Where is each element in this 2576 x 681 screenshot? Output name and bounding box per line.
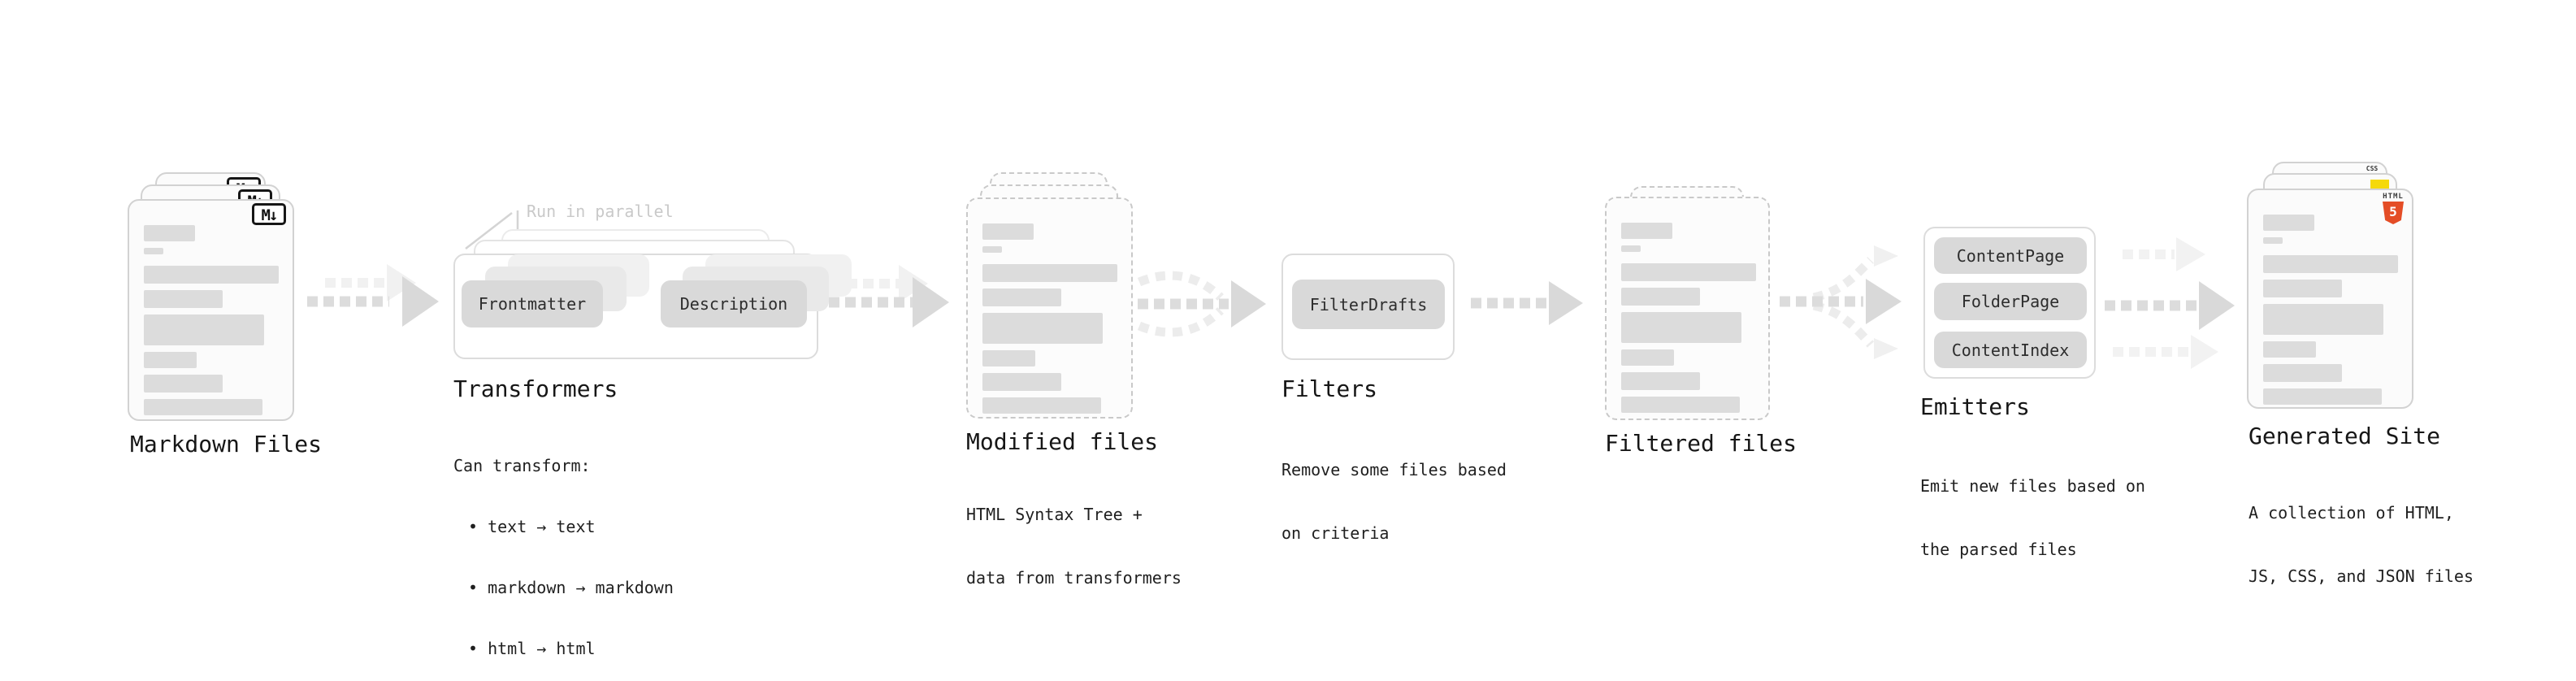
- subtitle-line: Emit new files based on: [1920, 476, 2145, 496]
- subtitle-line: Remove some files based: [1281, 460, 1507, 479]
- document-skeleton: [1607, 198, 1768, 419]
- subtitle-line: the parsed files: [1920, 540, 2077, 559]
- can-transform-title: Can transform:: [453, 456, 591, 475]
- modified-file-card-front: [966, 197, 1133, 419]
- subtitle-line: data from transformers: [966, 568, 1182, 588]
- filtered-file-card-front: [1605, 197, 1770, 420]
- emitters-label: Emitters: [1920, 393, 2030, 420]
- subtitle-line: A collection of HTML,: [2249, 503, 2454, 523]
- html5-icon: HTML 5: [2379, 193, 2407, 224]
- markdown-file-card-front: M↓: [128, 199, 294, 421]
- transformers-description: Can transform: • text → text • markdown …: [453, 415, 674, 681]
- document-skeleton: [968, 199, 1131, 417]
- subtitle-line: HTML Syntax Tree +: [966, 505, 1143, 524]
- filtered-files-label: Filtered files: [1605, 430, 1798, 457]
- arrow-emitters-to-generated: [2105, 237, 2235, 369]
- arrow-filters-to-filtered: [1471, 281, 1583, 325]
- subtitle-line: on criteria: [1281, 523, 1390, 543]
- html5-shield: 5: [2383, 202, 2404, 224]
- js-file-icon: [2370, 180, 2389, 189]
- document-skeleton: [129, 201, 293, 419]
- generated-file-card-front: HTML 5: [2247, 189, 2413, 409]
- transform-bullet: • markdown → markdown: [468, 578, 674, 597]
- run-in-parallel-note: Run in parallel: [527, 202, 674, 221]
- generated-site-label: Generated Site: [2249, 423, 2441, 449]
- transform-bullet: • text → text: [468, 517, 596, 536]
- filters-label: Filters: [1281, 375, 1378, 402]
- transformers-label: Transformers: [453, 375, 618, 402]
- filters-subtitle: Remove some files based on criteria: [1281, 417, 1507, 586]
- subtitle-line: JS, CSS, and JSON files: [2249, 566, 2474, 586]
- arrow-markdown-to-transformers: [307, 264, 439, 327]
- filterdrafts-pill: FilterDrafts: [1292, 280, 1445, 329]
- description-pill: Description: [661, 280, 807, 327]
- emitters-subtitle: Emit new files based on the parsed files: [1920, 433, 2145, 602]
- frontmatter-pill: Frontmatter: [462, 280, 603, 327]
- arrow-filtered-to-emitters: [1780, 245, 1902, 359]
- generated-site-subtitle: A collection of HTML, JS, CSS, and JSON …: [2249, 460, 2474, 629]
- modified-files-subtitle: HTML Syntax Tree + data from transformer…: [966, 462, 1182, 631]
- contentindex-pill: ContentIndex: [1934, 332, 2087, 368]
- folderpage-pill: FolderPage: [1934, 283, 2087, 320]
- markdown-icon: M↓: [252, 203, 286, 225]
- markdown-files-label: Markdown Files: [130, 431, 323, 458]
- contentpage-pill: ContentPage: [1934, 237, 2087, 274]
- transform-bullet: • html → html: [468, 639, 596, 658]
- arrow-modified-to-filters: [1137, 271, 1266, 337]
- css-label: CSS: [2366, 165, 2379, 172]
- html5-word: HTML: [2383, 193, 2404, 201]
- document-skeleton: [2249, 190, 2412, 407]
- modified-files-label: Modified files: [966, 428, 1159, 455]
